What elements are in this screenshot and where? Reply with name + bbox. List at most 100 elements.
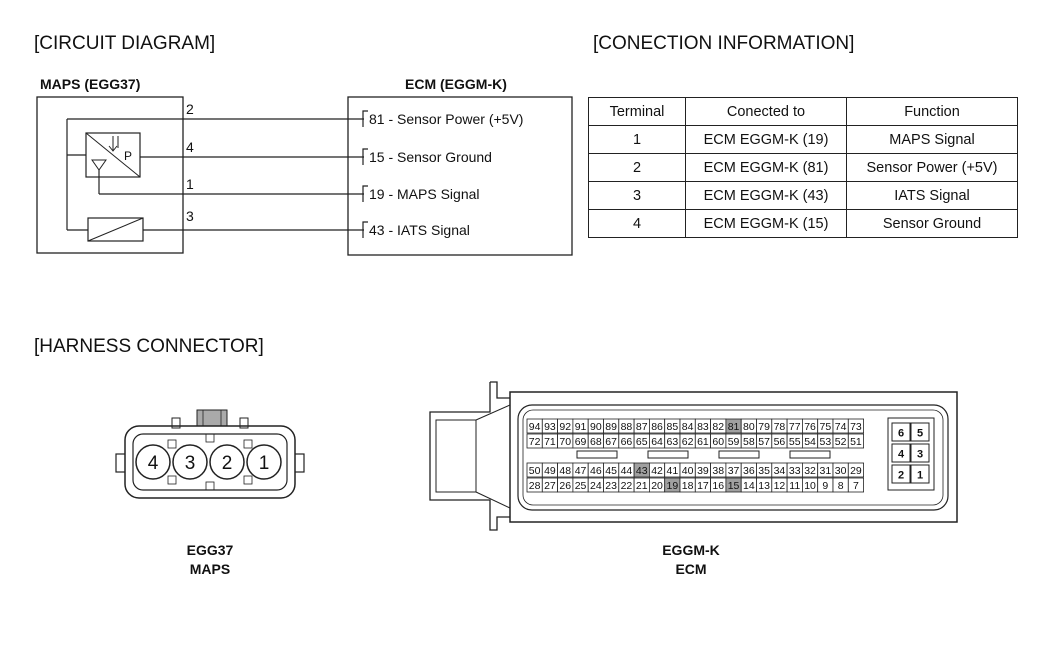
ecm-pin-label: 21 <box>636 480 648 492</box>
table-header-cell: Function <box>846 97 1018 126</box>
ecm-pin-label: 7 <box>853 480 859 492</box>
ecm-pin-label: 28 <box>529 480 541 492</box>
ecm-pin-label: 92 <box>559 421 571 433</box>
ecm-aux-pin-cell <box>910 443 930 463</box>
ecm-pin-label: 43 <box>636 465 648 477</box>
ecm-pin-cell <box>847 462 864 478</box>
ecm-pin-label: 54 <box>804 436 816 448</box>
ecm-pin-label: 58 <box>743 436 755 448</box>
ecm-pin-label: 55 <box>789 436 801 448</box>
caption-line: MAPS <box>189 561 231 577</box>
table-cell: ECM EGGM-K (43) <box>685 181 847 210</box>
ecm-pin-cell <box>847 477 864 493</box>
maps-sensor-title: MAPS (EGG37) <box>40 76 141 92</box>
maps-sensor-box <box>36 96 184 254</box>
ecm-aux-pin-label: 6 <box>898 428 904 440</box>
ecm-pin-label: 63 <box>667 436 679 448</box>
ecm-pin-label: 71 <box>544 436 556 448</box>
ecm-pin-label: 42 <box>651 465 663 477</box>
connection-information-title: [CONECTION INFORMATION] <box>593 33 855 54</box>
ecm-pin-label: 79 <box>758 421 770 433</box>
ecm-pin-label: 74 <box>835 421 847 433</box>
table-row: 4 ECM EGGM-K (15) Sensor Ground <box>588 209 1018 238</box>
ecm-pin-label: 62 <box>682 436 694 448</box>
ecm-pin-label: 86 <box>651 421 663 433</box>
ecm-pin-label: 68 <box>590 436 602 448</box>
ecm-pin-label: 73 <box>850 421 862 433</box>
ecm-pin-label: 24 <box>590 480 602 492</box>
ecm-pin-label: 19 <box>667 480 679 492</box>
ecm-pin-label: 53 <box>820 436 832 448</box>
connector-pin <box>135 444 171 480</box>
ecm-pin-label: 9 <box>822 480 828 492</box>
ecm-aux-pin-label: 4 <box>898 449 905 461</box>
ecm-aux-pin-label: 3 <box>917 449 923 461</box>
ecm-pin-label: 25 <box>575 480 587 492</box>
ecm-pin-label: 69 <box>575 436 587 448</box>
ecm-pin-label: 80 <box>743 421 755 433</box>
ecm-pin-label: 45 <box>605 465 617 477</box>
ecm-pin-label: 60 <box>712 436 724 448</box>
sensor-p-label: P <box>124 149 132 163</box>
ecm-aux-pin-cell <box>891 443 911 463</box>
ecm-pin-label: 88 <box>621 421 633 433</box>
ecm-pin-label: 84 <box>682 421 694 433</box>
ecm-aux-pin-label: 1 <box>917 470 923 482</box>
ecm-pin-label: 30 <box>835 465 847 477</box>
ecm-pin-label: 72 <box>529 436 541 448</box>
maps-pin-label: 2 <box>186 101 194 117</box>
table-cell: Sensor Power (+5V) <box>846 153 1018 182</box>
table-row: 2 ECM EGGM-K (81) Sensor Power (+5V) <box>588 153 1018 182</box>
table-cell: 1 <box>588 125 686 154</box>
ecm-pin-label: 64 <box>651 436 663 448</box>
ecm-pin-label: 49 <box>544 465 556 477</box>
harness-connector-title: [HARNESS CONNECTOR] <box>34 336 264 357</box>
ecm-aux-pin-label: 5 <box>917 428 923 440</box>
ecm-pin-label: 36 <box>743 465 755 477</box>
maps-connector-caption: EGG37 MAPS <box>160 541 260 579</box>
ecm-pin-label: 51 <box>850 436 862 448</box>
ecm-aux-pin-cell <box>910 422 930 442</box>
connector-pin-label: 2 <box>222 453 233 474</box>
ecm-pin-label: 32 <box>804 465 816 477</box>
ecm-pin-label: 91 <box>575 421 587 433</box>
ecm-pin-label: 52 <box>835 436 847 448</box>
table-cell: ECM EGGM-K (81) <box>685 153 847 182</box>
ecm-pin-label: 78 <box>774 421 786 433</box>
ecm-pin-label: 94 <box>529 421 541 433</box>
ecm-pin-label: 83 <box>697 421 709 433</box>
ecm-pin-label: 85 <box>667 421 679 433</box>
table-cell: MAPS Signal <box>846 125 1018 154</box>
table-row: 3 ECM EGGM-K (43) IATS Signal <box>588 181 1018 210</box>
sensor-triangle <box>91 159 107 171</box>
ecm-pin-label: 17 <box>697 480 709 492</box>
ecm-pin-label: 20 <box>651 480 663 492</box>
ecm-pin-label: 44 <box>621 465 633 477</box>
ecm-pin-label: 66 <box>621 436 633 448</box>
ecm-pin-label: 40 <box>682 465 694 477</box>
ecm-pin-label: 75 <box>820 421 832 433</box>
ecm-pin-label: 93 <box>544 421 556 433</box>
ecm-pin-label: 81 <box>728 421 740 433</box>
ecm-pin-label: 47 <box>575 465 587 477</box>
caption-line: ECM <box>675 561 707 577</box>
ecm-aux-pin-cell <box>910 464 930 484</box>
ecm-pin-label: 11 <box>789 480 800 492</box>
table-cell: Sensor Ground <box>846 209 1018 238</box>
connector-pin-label: 4 <box>148 453 159 474</box>
ecm-pin-label: 77 <box>789 421 801 433</box>
ecm-terminal-label: 19 - MAPS Signal <box>369 186 480 202</box>
connector-pin-label: 3 <box>185 453 196 474</box>
ecm-pin-label: 16 <box>712 480 724 492</box>
circuit-diagram-title: [CIRCUIT DIAGRAM] <box>34 33 216 54</box>
table-cell: ECM EGGM-K (15) <box>685 209 847 238</box>
ecm-terminal-label: 15 - Sensor Ground <box>369 149 492 165</box>
ecm-pin-label: 70 <box>559 436 571 448</box>
ecm-pin-label: 33 <box>789 465 801 477</box>
ecm-pin-label: 41 <box>667 465 679 477</box>
ecm-aux-pin-cell <box>891 464 911 484</box>
ecm-pin-label: 12 <box>774 480 786 492</box>
ecm-pin-cell <box>847 433 864 449</box>
ecm-pin-label: 15 <box>728 480 740 492</box>
